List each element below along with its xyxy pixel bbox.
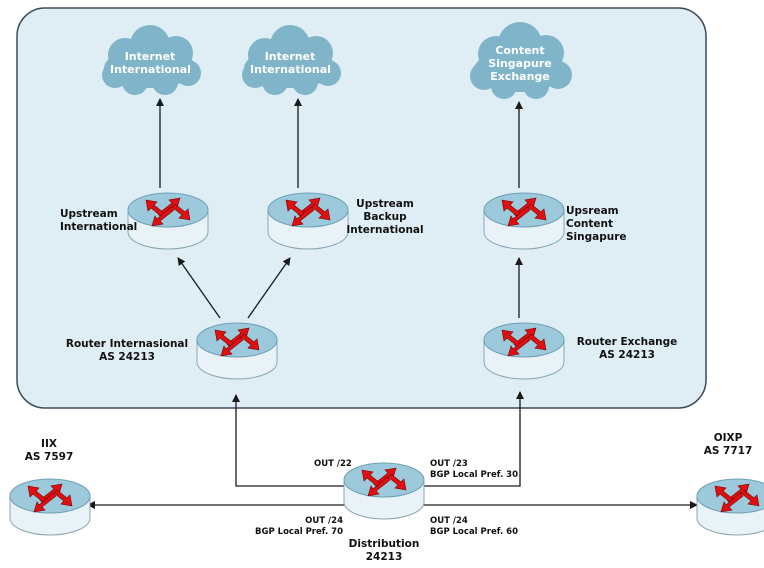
oixp-line2: AS 7717 <box>703 445 753 457</box>
router-exchange-label: Router Exchange AS 24213 <box>572 336 682 362</box>
router-internasional-line2: AS 24213 <box>99 351 155 363</box>
router-iix-icon[interactable] <box>9 478 91 536</box>
upstream-content-line3: Singapure <box>566 231 627 243</box>
router-oixp-icon[interactable] <box>696 478 764 536</box>
core-region <box>16 7 707 409</box>
cloud-internet-1-line1: Internet <box>124 50 176 63</box>
out24-right-line2: BGP Local Pref. 60 <box>430 527 518 537</box>
upstream-international-line2: International <box>60 221 138 233</box>
link-router-intl-to-upstream-backup <box>247 257 291 319</box>
upstream-backup-line2: Backup <box>363 211 407 223</box>
upstream-content-line1: Upsream <box>566 205 619 217</box>
distribution-line1: Distribution <box>348 538 420 550</box>
router-distribution-icon[interactable] <box>343 462 425 520</box>
iix-line2: AS 7597 <box>24 451 74 463</box>
upstream-backup-label: Upstream Backup International <box>340 198 430 237</box>
link-router-intl-to-upstream-intl <box>177 257 221 319</box>
oixp-label: OIXP AS 7717 <box>697 432 759 458</box>
cloud-content-label: Content Singapure Exchange <box>480 44 560 83</box>
distribution-label: Distribution 24213 <box>344 538 424 564</box>
cloud-content-line1: Content <box>495 44 545 57</box>
router-exchange-line2: AS 24213 <box>599 349 655 361</box>
cloud-internet-1-label: Internet International <box>110 50 191 76</box>
upstream-backup-line1: Upstream <box>356 198 414 210</box>
upstream-content-line2: Content <box>566 218 614 230</box>
iix-label: IIX AS 7597 <box>14 438 84 464</box>
cloud-internet-1-line2: International <box>110 63 191 76</box>
links <box>87 98 698 509</box>
router-internasional-icon[interactable] <box>196 322 278 380</box>
cloud-internet-2-line1: Internet <box>264 50 316 63</box>
iix-line1: IIX <box>41 438 57 450</box>
upstream-content-label: Upsream Content Singapure <box>566 205 656 244</box>
out22-label: OUT /22 <box>314 459 352 469</box>
router-exchange-line1: Router Exchange <box>576 336 678 348</box>
upstream-international-label: Upstream International <box>60 208 150 234</box>
out23-line2: BGP Local Pref. 30 <box>430 470 518 480</box>
cloud-internet-2-line2: International <box>250 63 331 76</box>
out24-left-line1: OUT /24 <box>305 516 343 526</box>
cloud-internet-1 <box>102 25 201 95</box>
router-internasional-line1: Router Internasional <box>65 338 189 350</box>
cloud-internet-2-label: Internet International <box>250 50 331 76</box>
link-distribution-to-router-exchange <box>414 391 524 487</box>
link-distribution-to-router-intl <box>232 394 352 487</box>
router-exchange-icon[interactable] <box>483 322 565 380</box>
out24-left-line2: BGP Local Pref. 70 <box>255 527 343 537</box>
out24-right-line1: OUT /24 <box>430 516 468 526</box>
out24-left-label: OUT /24 BGP Local Pref. 70 <box>240 516 343 538</box>
router-upstream-content-icon[interactable] <box>483 192 565 250</box>
out23-label: OUT /23 BGP Local Pref. 30 <box>430 459 518 481</box>
router-internasional-label: Router Internasional AS 24213 <box>62 338 192 364</box>
router-upstream-backup-icon[interactable] <box>267 192 349 250</box>
oixp-line1: OIXP <box>713 432 743 444</box>
cloud-content <box>470 22 572 99</box>
cloud-content-line2: Singapure <box>488 57 552 70</box>
out24-right-label: OUT /24 BGP Local Pref. 60 <box>430 516 518 538</box>
distribution-line2: 24213 <box>365 551 403 563</box>
cloud-content-line3: Exchange <box>490 70 550 83</box>
out23-line1: OUT /23 <box>430 459 468 469</box>
upstream-backup-line3: International <box>346 224 424 236</box>
upstream-international-line1: Upstream <box>60 208 118 220</box>
cloud-internet-2 <box>242 25 341 95</box>
